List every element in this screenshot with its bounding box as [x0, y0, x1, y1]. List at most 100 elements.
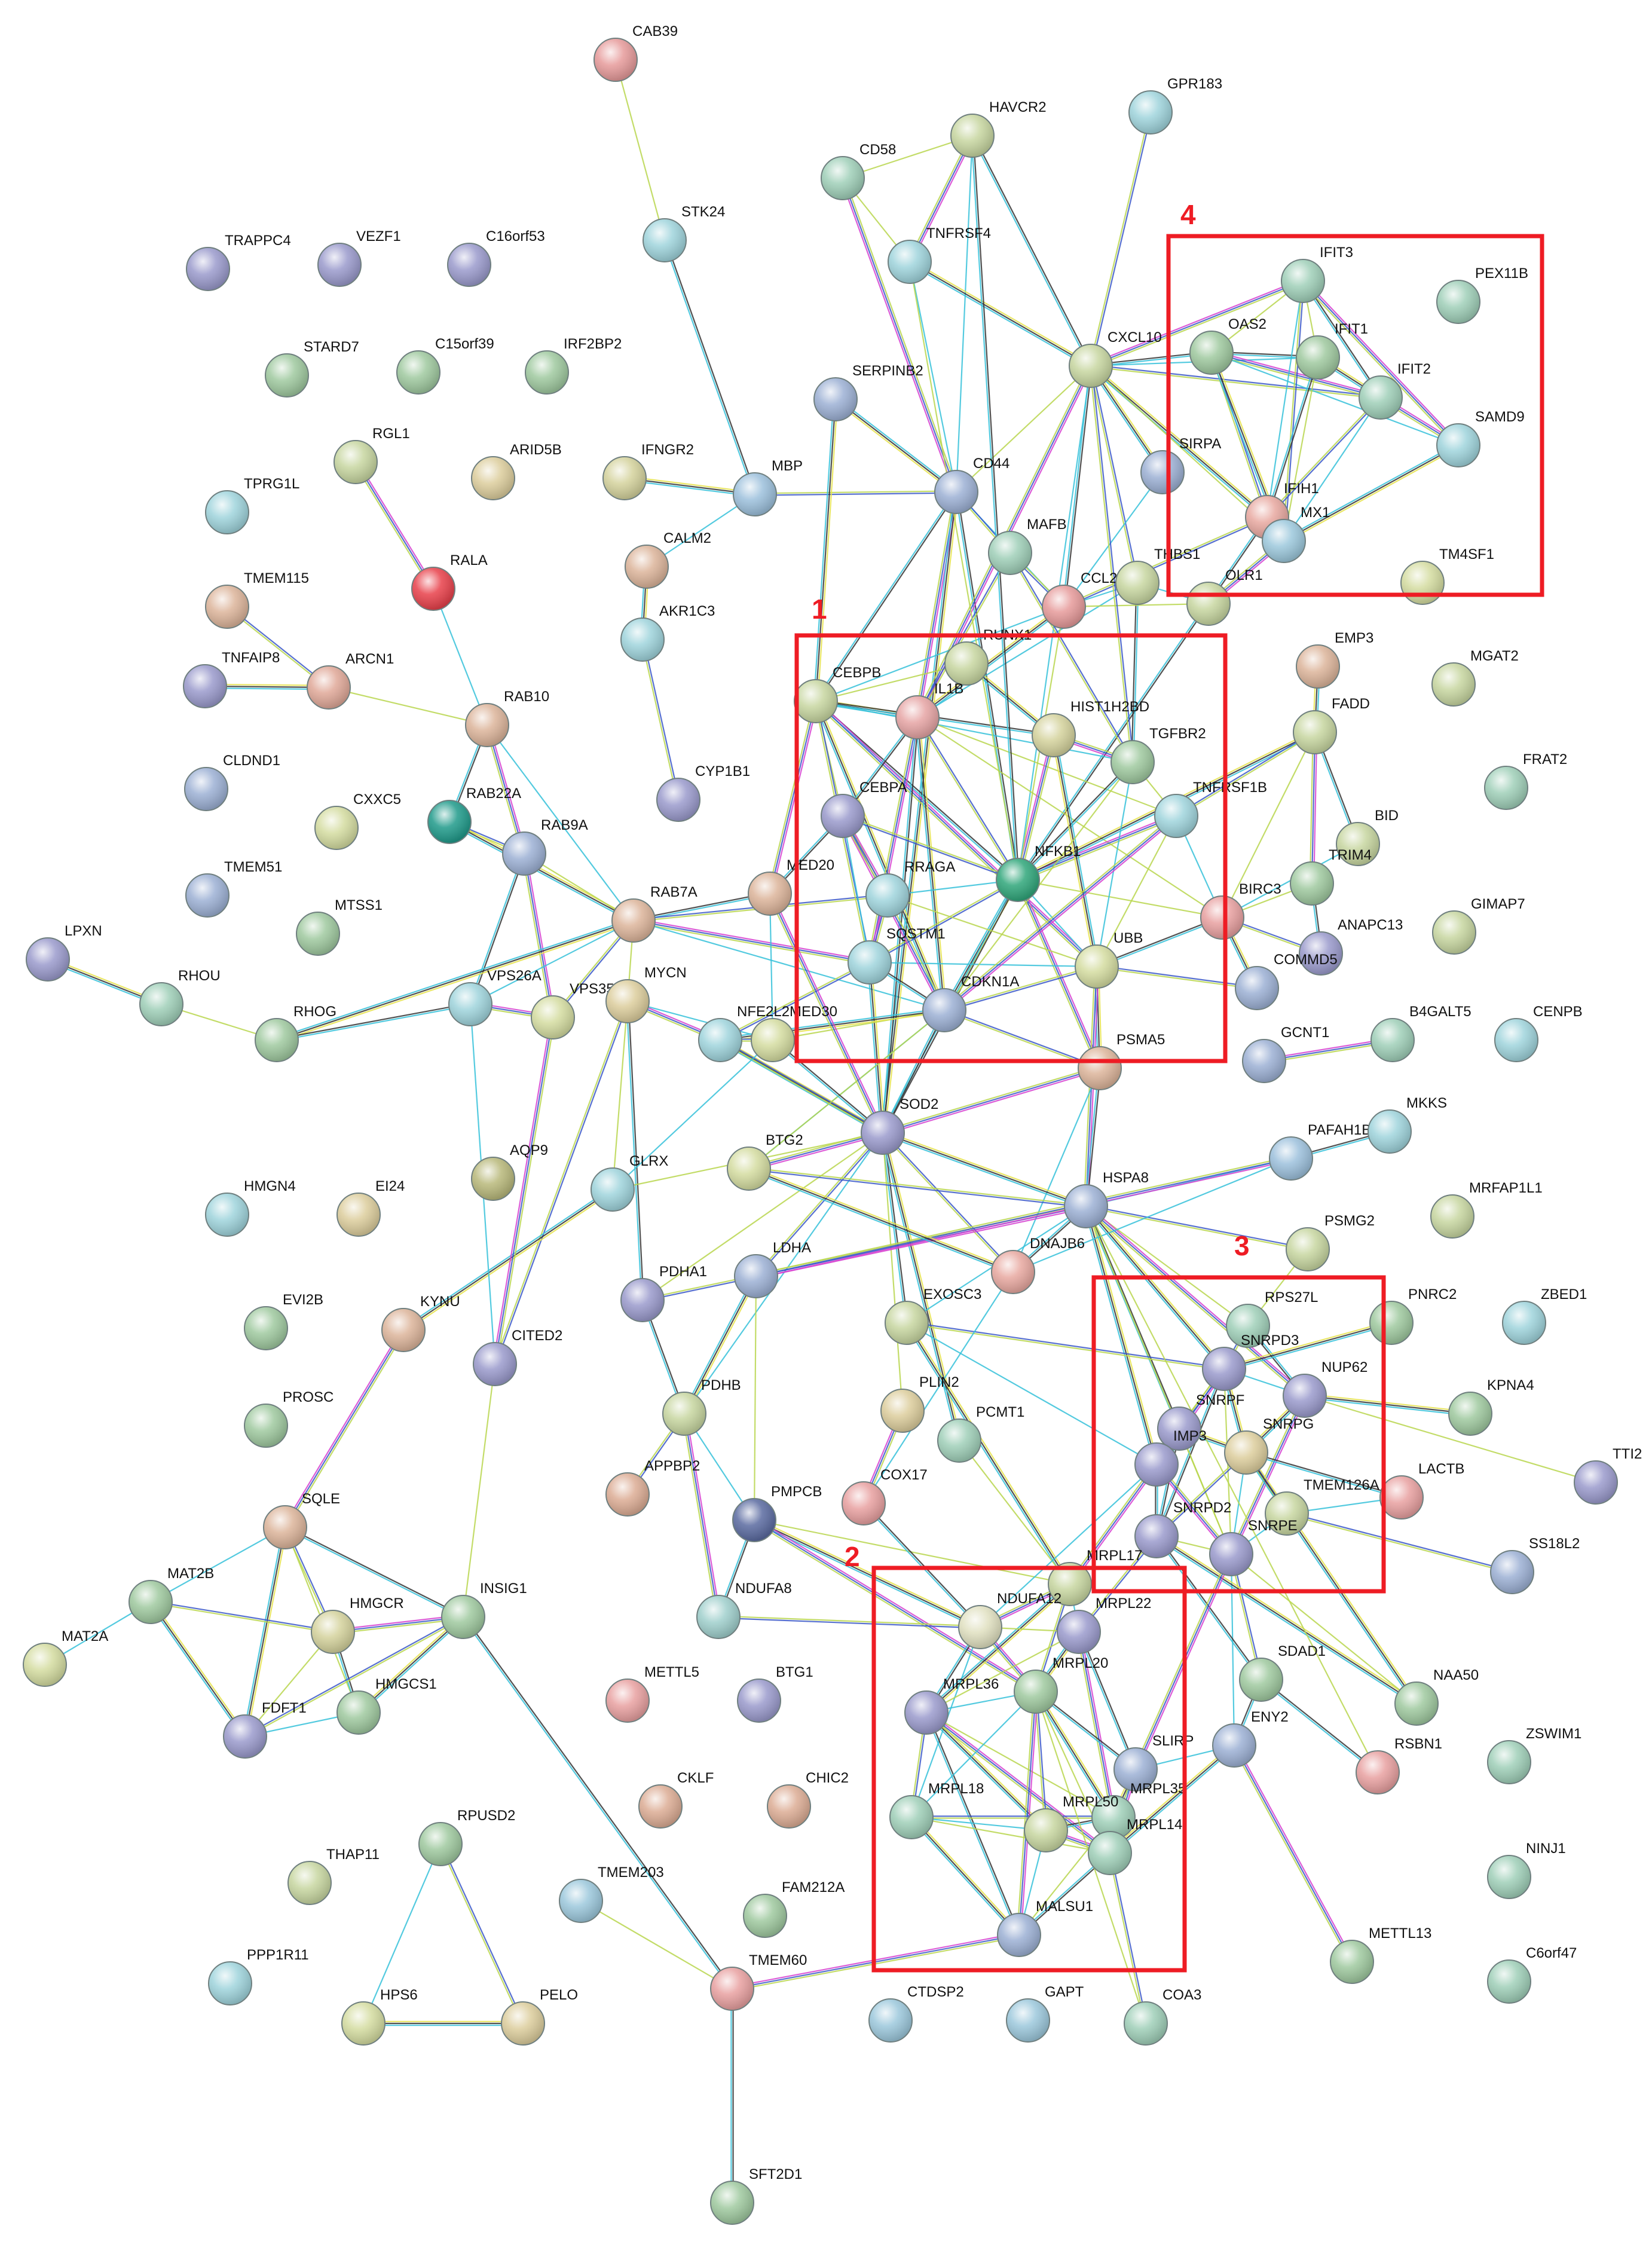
node-tmem126a[interactable]: TMEM126A: [1265, 1477, 1379, 1536]
node-tnfrsf1b[interactable]: TNFRSF1B: [1154, 779, 1267, 838]
node-pdhb[interactable]: PDHB: [662, 1377, 741, 1436]
node-snrpe[interactable]: SNRPE: [1209, 1518, 1298, 1576]
node-rraga[interactable]: RRAGA: [865, 859, 955, 918]
node-malsu1[interactable]: MALSU1: [997, 1898, 1093, 1957]
node-hmgcr[interactable]: HMGCR: [311, 1595, 404, 1654]
node-cab39[interactable]: CAB39: [594, 23, 678, 82]
node-sqstm1[interactable]: SQSTM1: [848, 926, 946, 985]
node-rpusd2[interactable]: RPUSD2: [418, 1808, 515, 1866]
node-rgl1[interactable]: RGL1: [334, 426, 410, 484]
node-pmpcb[interactable]: PMPCB: [732, 1484, 822, 1542]
node-tmem203[interactable]: TMEM203: [559, 1864, 664, 1923]
node-appbp2[interactable]: APPBP2: [605, 1458, 700, 1517]
node-zbed1[interactable]: ZBED1: [1502, 1286, 1587, 1345]
node-mtss1[interactable]: MTSS1: [296, 897, 383, 956]
node-rab22a[interactable]: RAB22A: [427, 785, 521, 844]
node-kynu[interactable]: KYNU: [381, 1294, 460, 1352]
node-cdkn1a[interactable]: CDKN1A: [922, 974, 1019, 1032]
node-pcmt1[interactable]: PCMT1: [937, 1404, 1024, 1463]
node-c16orf53[interactable]: C16orf53: [447, 228, 545, 287]
node-cebpa[interactable]: CEBPA: [821, 779, 907, 838]
node-cd58[interactable]: CD58: [821, 142, 896, 200]
node-mkks[interactable]: MKKS: [1368, 1095, 1447, 1154]
node-trappc4[interactable]: TRAPPC4: [186, 233, 291, 291]
node-arid5b[interactable]: ARID5B: [471, 442, 562, 500]
node-hmgcs1[interactable]: HMGCS1: [336, 1676, 437, 1735]
node-snrpf[interactable]: SNRPF: [1157, 1392, 1244, 1451]
node-mafb[interactable]: MAFB: [988, 516, 1067, 575]
node-ss18l2[interactable]: SS18L2: [1490, 1536, 1580, 1594]
node-evi2b[interactable]: EVI2B: [244, 1292, 323, 1350]
node-kpna4[interactable]: KPNA4: [1448, 1377, 1534, 1436]
node-sod2[interactable]: SOD2: [861, 1096, 938, 1155]
node-snrpd3[interactable]: SNRPD3: [1202, 1332, 1299, 1391]
node-frat2[interactable]: FRAT2: [1484, 751, 1567, 810]
node-fadd[interactable]: FADD: [1293, 696, 1370, 754]
node-nup62[interactable]: NUP62: [1283, 1359, 1368, 1418]
node-rab7a[interactable]: RAB7A: [611, 884, 697, 943]
node-zswim1[interactable]: ZSWIM1: [1487, 1726, 1581, 1784]
node-cyp1b1[interactable]: CYP1B1: [656, 763, 750, 822]
node-slirp[interactable]: SLIRP: [1113, 1733, 1194, 1791]
node-ifit2[interactable]: IFIT2: [1359, 361, 1431, 420]
node-pex11b[interactable]: PEX11B: [1436, 265, 1528, 324]
node-cldnd1[interactable]: CLDND1: [184, 753, 280, 811]
node-il1b[interactable]: IL1B: [895, 681, 963, 739]
node-anapc13[interactable]: ANAPC13: [1299, 917, 1403, 976]
node-ctdsp2[interactable]: CTDSP2: [868, 1984, 964, 2043]
node-naa50[interactable]: NAA50: [1394, 1667, 1479, 1726]
node-eny2[interactable]: ENY2: [1212, 1709, 1289, 1768]
node-ifngr2[interactable]: IFNGR2: [602, 442, 694, 500]
node-rab10[interactable]: RAB10: [465, 689, 549, 747]
node-dnajb6[interactable]: DNAJB6: [991, 1236, 1085, 1294]
node-sirpa[interactable]: SIRPA: [1140, 436, 1221, 494]
node-samd9[interactable]: SAMD9: [1436, 409, 1525, 467]
node-thap11[interactable]: THAP11: [287, 1846, 380, 1905]
node-cklf[interactable]: CKLF: [638, 1770, 714, 1829]
node-tgfbr2[interactable]: TGFBR2: [1110, 726, 1206, 784]
node-aqp9[interactable]: AQP9: [471, 1142, 548, 1201]
node-cxxc5[interactable]: CXXC5: [314, 791, 401, 850]
node-cenpb[interactable]: CENPB: [1494, 1004, 1583, 1062]
node-pnrc2[interactable]: PNRC2: [1369, 1286, 1457, 1345]
node-tnfaip8[interactable]: TNFAIP8: [183, 650, 280, 708]
node-serpinb2[interactable]: SERPINB2: [813, 363, 923, 421]
node-lpxn[interactable]: LPXN: [26, 923, 102, 982]
node-btg1[interactable]: BTG1: [737, 1664, 813, 1723]
node-fdft1[interactable]: FDFT1: [223, 1700, 307, 1759]
node-mrpl35[interactable]: MRPL35: [1091, 1781, 1186, 1839]
node-stk24[interactable]: STK24: [643, 204, 725, 262]
node-ppp1r11[interactable]: PPP1R11: [208, 1947, 309, 2005]
node-pdha1[interactable]: PDHA1: [620, 1264, 707, 1322]
node-chic2[interactable]: CHIC2: [767, 1770, 849, 1829]
node-tmem51[interactable]: TMEM51: [185, 859, 282, 918]
node-tnfrsf4[interactable]: TNFRSF4: [888, 225, 991, 284]
node-mat2b[interactable]: MAT2B: [129, 1566, 214, 1624]
node-c15orf39[interactable]: C15orf39: [396, 336, 494, 395]
node-commd5[interactable]: COMMD5: [1235, 952, 1338, 1010]
node-mgat2[interactable]: MGAT2: [1431, 648, 1519, 707]
node-plin2[interactable]: PLIN2: [880, 1374, 959, 1433]
node-irf2bp2[interactable]: IRF2BP2: [525, 336, 622, 395]
node-calm2[interactable]: CALM2: [625, 530, 711, 589]
node-ninj1[interactable]: NINJ1: [1487, 1841, 1566, 1899]
node-cox17[interactable]: COX17: [842, 1467, 928, 1525]
node-pelo[interactable]: PELO: [501, 1987, 578, 2046]
node-vps35[interactable]: VPS35: [531, 981, 614, 1040]
node-akr1c3[interactable]: AKR1C3: [620, 603, 715, 662]
node-mrpl17[interactable]: MRPL17: [1048, 1548, 1142, 1606]
node-mrpl18[interactable]: MRPL18: [889, 1781, 984, 1839]
node-rps27l[interactable]: RPS27L: [1226, 1289, 1318, 1348]
node-nfkb1[interactable]: NFKB1: [996, 843, 1081, 902]
node-mat2a[interactable]: MAT2A: [23, 1628, 108, 1687]
node-runx1[interactable]: RUNX1: [944, 627, 1032, 686]
node-mrpl22[interactable]: MRPL22: [1057, 1595, 1151, 1654]
node-tti2[interactable]: TTI2: [1574, 1446, 1642, 1505]
node-havcr2[interactable]: HAVCR2: [950, 99, 1047, 158]
node-ccl2[interactable]: CCL2: [1042, 570, 1117, 629]
node-rhog[interactable]: RHOG: [255, 1004, 336, 1062]
node-cited2[interactable]: CITED2: [473, 1328, 562, 1386]
node-hmgn4[interactable]: HMGN4: [205, 1178, 296, 1237]
node-ei24[interactable]: EI24: [336, 1178, 405, 1237]
node-mrpl36[interactable]: MRPL36: [904, 1676, 999, 1735]
